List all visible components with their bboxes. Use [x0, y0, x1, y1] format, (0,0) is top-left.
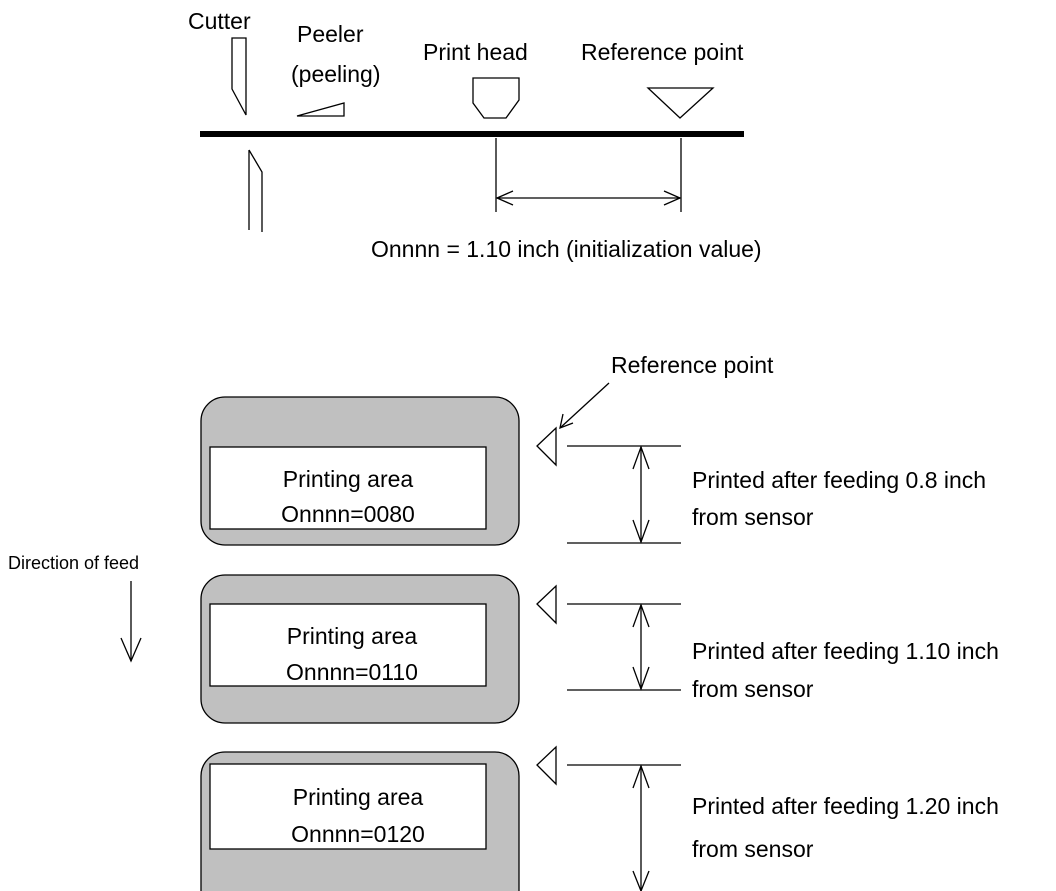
peeler-label: Peeler	[297, 21, 364, 47]
printing-area-3-title: Printing area	[293, 784, 424, 810]
label-card-3: Printing area Onnnn=0120 Printed after f…	[200, 745, 999, 891]
label-feed-diagram: Reference point Direction of feed Printi…	[8, 352, 999, 891]
offset-arrowhead-top-1	[632, 445, 650, 470]
reference-marker-2	[536, 584, 557, 625]
printing-area-2-title: Printing area	[287, 623, 418, 649]
offset-arrowhead-bottom-1	[632, 519, 650, 544]
direction-of-feed-label: Direction of feed	[8, 553, 139, 573]
offset-arrowhead-top-2	[632, 603, 650, 628]
distance-caption: Onnnn = 1.10 inch (initialization value)	[371, 236, 762, 262]
cutter-upper-blade	[231, 37, 247, 116]
print-head-shape	[472, 77, 520, 119]
printing-area-3-value: Onnnn=0120	[291, 821, 425, 847]
printing-area-2	[209, 603, 487, 687]
reference-point-pointer	[559, 382, 610, 429]
printing-area-1-title: Printing area	[283, 466, 414, 492]
label-card-1: Printing area Onnnn=0080 Printed after f…	[200, 396, 986, 546]
dimension-arrowhead-left	[495, 190, 514, 206]
reference-point-label-bottom: Reference point	[611, 352, 774, 378]
reference-point-pointer-head	[559, 413, 574, 430]
note-1-line2: from sensor	[692, 504, 814, 530]
reference-point-marker	[646, 87, 715, 119]
note-3-line2: from sensor	[692, 836, 814, 862]
offset-arrowhead-bottom-2	[632, 666, 650, 691]
peeler-sublabel: (peeling)	[291, 61, 381, 87]
printing-area-1	[209, 446, 487, 530]
dimension-arrowhead-right	[663, 190, 682, 206]
note-3-line1: Printed after feeding 1.20 inch	[692, 793, 999, 819]
printing-area-3	[209, 763, 487, 850]
mechanism-diagram: Cutter Peeler (peeling) Print head Refer…	[188, 8, 762, 262]
printing-area-2-value: Onnnn=0110	[286, 659, 418, 685]
reference-marker-1	[536, 426, 557, 467]
reference-point-label: Reference point	[581, 39, 744, 65]
cutter-lower-blade	[248, 149, 263, 232]
offset-arrowhead-bottom-3	[632, 870, 650, 891]
cutter-label: Cutter	[188, 8, 251, 34]
printing-area-1-value: Onnnn=0080	[281, 501, 415, 527]
label-card-2: Printing area Onnnn=0110 Printed after f…	[200, 574, 999, 724]
direction-of-feed-arrowhead	[120, 637, 142, 663]
peeler-shape	[296, 102, 345, 117]
note-2-line1: Printed after feeding 1.10 inch	[692, 638, 999, 664]
note-1-line1: Printed after feeding 0.8 inch	[692, 467, 986, 493]
offset-arrowhead-top-3	[632, 764, 650, 789]
reference-marker-3	[536, 745, 557, 786]
print-head-label: Print head	[423, 39, 528, 65]
note-2-line2: from sensor	[692, 676, 814, 702]
